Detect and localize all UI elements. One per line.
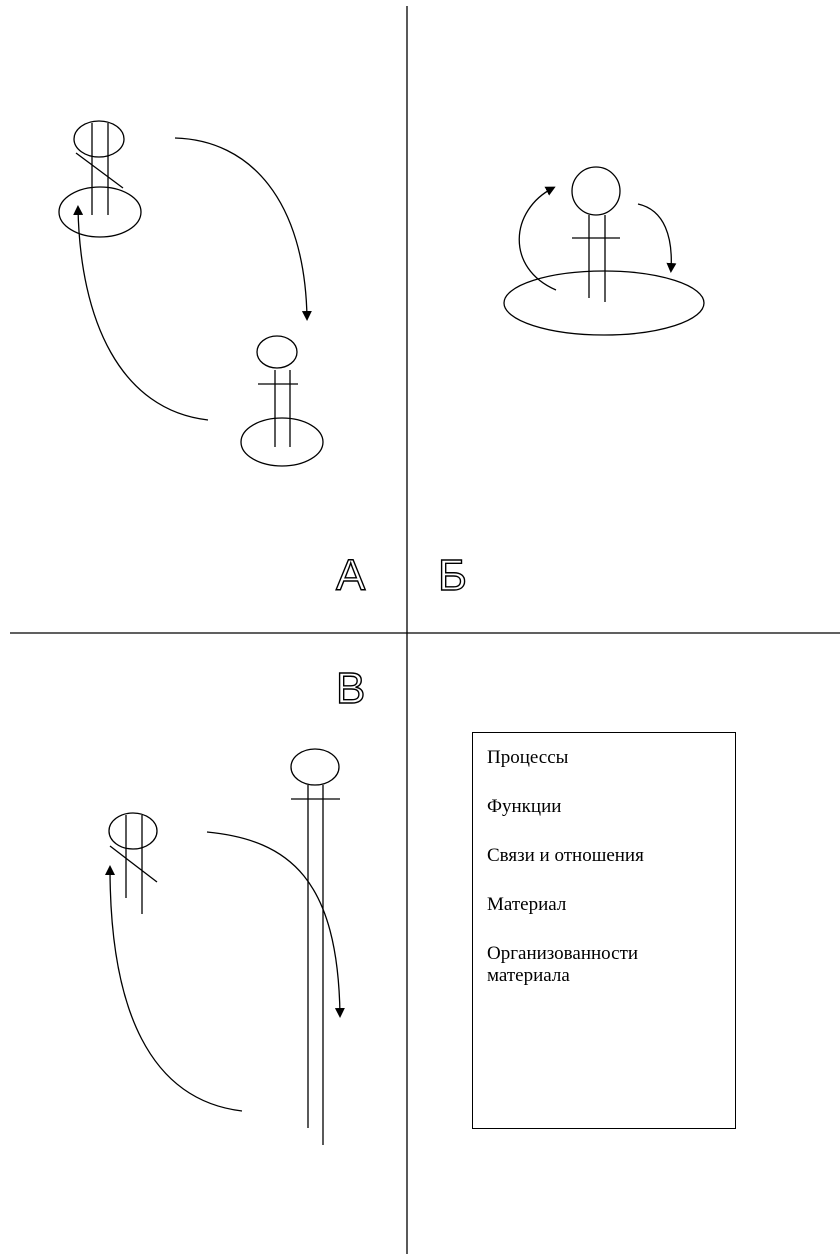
legend-item-relations: Связи и отношения xyxy=(487,845,644,866)
figure-b-base xyxy=(503,270,705,336)
quadrant-c xyxy=(105,748,345,1145)
label-v: В xyxy=(336,664,365,713)
arrow-c-down xyxy=(206,831,345,1018)
legend-box: Процессы Функции Связи и отношения Матер… xyxy=(472,732,736,1129)
figure-b xyxy=(503,166,705,336)
figure-a-2 xyxy=(240,335,324,467)
figure-a-1-base xyxy=(58,186,142,238)
arrow-b-left-up xyxy=(518,186,557,291)
label-a: А xyxy=(336,551,366,600)
figure-a-1 xyxy=(58,120,142,238)
figure-a-1-head xyxy=(73,120,125,158)
arrow-a-down xyxy=(174,137,312,321)
arrow-c-up xyxy=(105,865,243,1112)
legend-item-processes: Процессы xyxy=(487,747,569,768)
legend-item-functions: Функции xyxy=(487,796,562,817)
legend-item-organizations: Организованности материала xyxy=(487,943,639,986)
figure-c-1-cross xyxy=(109,845,158,883)
figure-c-2 xyxy=(290,748,340,1145)
figure-c-1-head xyxy=(108,812,158,850)
arrow-b-right-down xyxy=(637,203,677,273)
figure-b-head xyxy=(571,166,621,216)
quadrant-b xyxy=(503,166,705,336)
label-b: Б xyxy=(438,551,467,600)
figure-c-1 xyxy=(108,812,158,914)
legend-item-material: Материал xyxy=(487,894,567,915)
quadrant-a xyxy=(58,120,324,467)
figure-a-2-base xyxy=(240,417,324,467)
arrow-a-up xyxy=(73,205,209,421)
figure-c-2-head xyxy=(290,748,340,786)
figure-a-1-cross xyxy=(75,152,124,189)
figure-a-2-head xyxy=(256,335,298,369)
